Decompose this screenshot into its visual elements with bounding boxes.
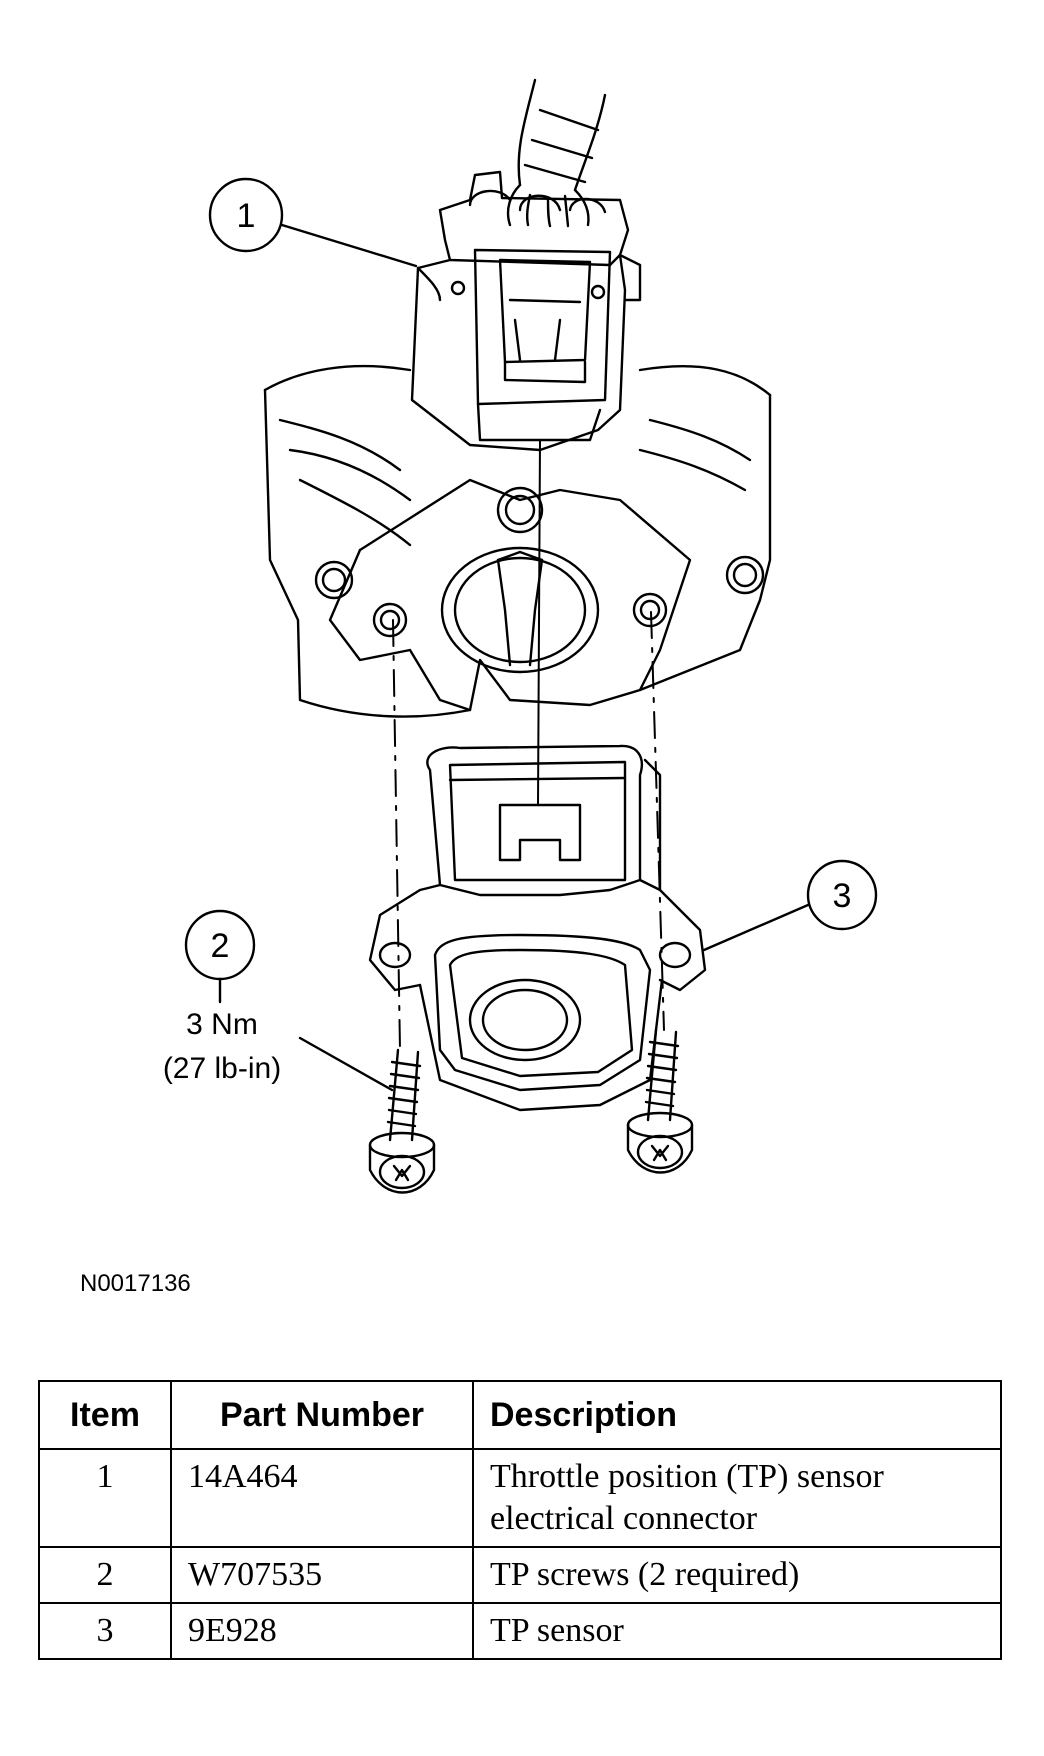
tp-sensor-electrical-connector — [410, 170, 642, 452]
alignment-lines — [392, 439, 665, 1051]
callout-3: 3 — [702, 859, 878, 952]
table-row: 1 14A464 Throttle position (TP) sensor e… — [38, 1448, 1002, 1548]
throttle-body-flange — [263, 364, 772, 718]
torque-metric: 3 Nm — [186, 1008, 258, 1041]
cell-description: TP sensor — [472, 1602, 1002, 1660]
tp-screw-left — [368, 1048, 436, 1194]
torque-imperial: (27 lb-in) — [163, 1052, 281, 1085]
table-header-row: Item Part Number Description — [38, 1380, 1002, 1450]
tp-screw-right — [626, 1028, 694, 1174]
description-line: TP screws (2 required) — [490, 1556, 800, 1593]
cell-part-number: 9E928 — [170, 1602, 474, 1660]
cell-item: 3 — [38, 1602, 172, 1660]
cell-part-number: W707535 — [170, 1546, 474, 1604]
description-line: electrical connector — [490, 1500, 758, 1537]
cell-description: TP screws (2 required) — [472, 1546, 1002, 1604]
tp-screws — [368, 1028, 694, 1194]
table-row: 3 9E928 TP sensor — [38, 1602, 1002, 1660]
callout-1-label: 1 — [237, 197, 256, 235]
description-line: Throttle position (TP) sensor — [490, 1458, 884, 1495]
cell-item: 1 — [38, 1448, 172, 1548]
header-description: Description — [472, 1380, 1002, 1450]
cell-item: 2 — [38, 1546, 172, 1604]
table-row: 2 W707535 TP screws (2 required) — [38, 1546, 1002, 1604]
header-part-number: Part Number — [170, 1380, 474, 1450]
description-line: TP sensor — [490, 1612, 624, 1649]
header-item: Item — [38, 1380, 172, 1450]
wiring-harness — [506, 78, 607, 228]
cell-part-number: 14A464 — [170, 1448, 474, 1548]
cell-description: Throttle position (TP) sensor electrical… — [472, 1448, 1002, 1548]
figure-id: N0017136 — [80, 1270, 191, 1297]
tp-sensor-exploded-diagram: 1 2 3 Nm (27 lb-in) 3 — [163, 78, 878, 1194]
callout-1: 1 — [208, 177, 418, 268]
callout-2: 2 3 Nm (27 lb-in) — [163, 909, 394, 1092]
callout-3-label: 3 — [833, 877, 852, 915]
callout-2-label: 2 — [211, 927, 230, 965]
parts-table: Item Part Number Description 1 14A464 Th… — [38, 1380, 1002, 1660]
tp-sensor — [368, 744, 707, 1112]
